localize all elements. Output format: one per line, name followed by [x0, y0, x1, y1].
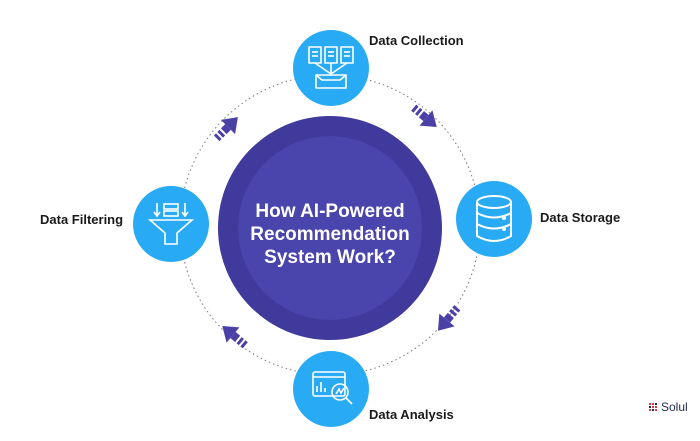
server-funnel-icon	[147, 203, 195, 245]
center-title-line: System Work?	[264, 247, 396, 268]
center-title: How AI-Powered Recommendation System Wor…	[230, 200, 430, 269]
magnifier-chart-icon	[312, 371, 353, 405]
stage-label-data-analysis: Data Analysis	[369, 407, 454, 422]
node-data-collection	[293, 30, 369, 106]
center-title-line: Recommendation	[250, 224, 410, 245]
brand-name: Solul	[661, 400, 688, 414]
node-data-analysis	[293, 351, 369, 427]
stage-label-data-collection: Data Collection	[369, 33, 464, 48]
brand-watermark: Solul	[649, 400, 688, 414]
node-data-storage	[456, 181, 532, 257]
documents-into-tray-icon	[308, 46, 354, 89]
brand-logo-icon	[649, 402, 657, 411]
stage-label-data-storage: Data Storage	[540, 210, 621, 225]
arrow-filtering-to-collection	[213, 117, 238, 142]
node-data-filtering	[133, 186, 209, 262]
center-title-line: How AI-Powered	[255, 201, 405, 222]
arrow-collection-to-storage	[411, 104, 437, 127]
arrow-analysis-to-filtering	[222, 326, 248, 349]
database-icon	[476, 195, 512, 242]
stage-label-data-filtering: Data Filtering	[40, 212, 124, 227]
arrow-storage-to-analysis	[438, 305, 461, 331]
center-inner-circle	[238, 136, 422, 320]
